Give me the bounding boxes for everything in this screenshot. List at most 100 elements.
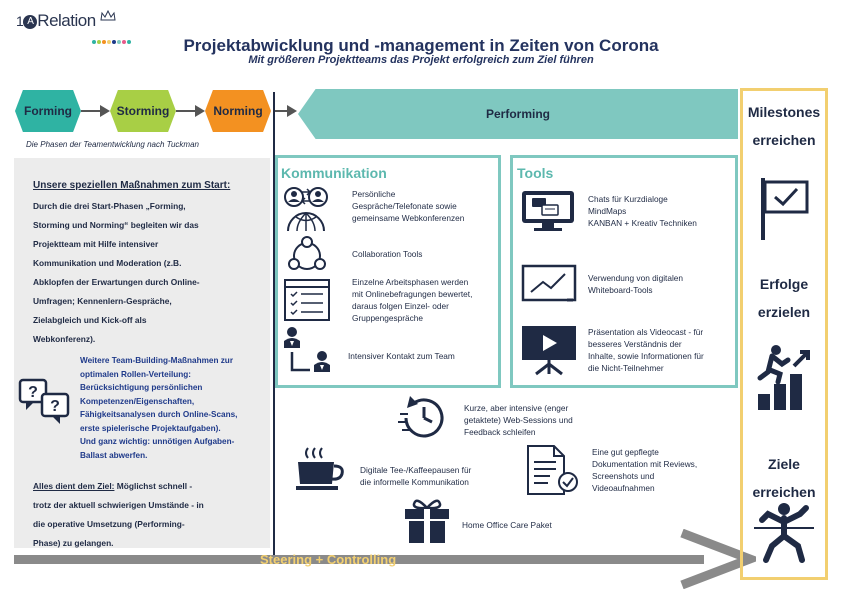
komm-item-line: gemeinsame Webkonferenzen — [352, 213, 465, 223]
document-check-icon — [527, 445, 578, 495]
tools-item-line: Inhalte, sowie Informationen für — [588, 351, 704, 361]
gift-box-icon — [405, 499, 449, 543]
left-intro-line: Webkonferenz). — [33, 334, 96, 344]
tools-item-line: Chats für Kurzdialoge — [588, 194, 668, 204]
komm-item-line: mit Onlinebefragungen bewertet, — [352, 289, 473, 299]
tools-title: Tools — [517, 165, 554, 181]
komm-item-line: Gruppengespräche — [352, 313, 424, 323]
teambuilding-line: Weitere Team-Building-Maßnahmen zur — [80, 356, 233, 365]
left-intro-line: Storming und Norming“ begleiten wir das — [33, 220, 199, 230]
logo-name: Relation — [37, 11, 96, 30]
tools-item-line: Whiteboard-Tools — [588, 285, 653, 295]
page-subtitle: Mit größeren Projektteams das Projekt er… — [248, 54, 594, 66]
phase-storming: Storming — [110, 90, 176, 132]
left-intro-line: Durch die drei Start-Phasen „Forming, — [33, 201, 186, 211]
left-intro-line: Umfragen; Kennenlern-Gespräche, — [33, 296, 172, 306]
teambuilding-line: Kompetenzen/Eigenschaften, — [80, 396, 195, 406]
kommunikation-title: Kommunikation — [281, 165, 387, 181]
question-bubbles-icon: ? ? — [18, 378, 70, 424]
left-teambuilding: Weitere Team-Building-Maßnahmen zur opti… — [80, 354, 270, 462]
svg-text:?: ? — [28, 384, 38, 401]
tools-item-line: KANBAN + Kreativ Techniken — [588, 218, 697, 228]
kommunikation-box — [275, 155, 501, 388]
tools-item-line: MindMaps — [588, 206, 627, 216]
clock-refresh-icon — [398, 396, 444, 438]
komm-item-kontakt: Intensiver Kontakt zum Team — [348, 351, 455, 361]
goal-ziele: Ziele erreichen — [743, 450, 825, 506]
tools-item-line: besseres Verständnis der — [588, 339, 682, 349]
websessions-line: Feedback schleifen — [464, 427, 536, 437]
left-intro-line: Kommunikation und Moderation (z.B. — [33, 258, 182, 268]
tools-item-line: Verwendung von digitalen — [588, 273, 684, 283]
conclusion-underline: Alles dient dem Ziel: — [33, 481, 115, 491]
komm-item-line: Einzelne Arbeitsphasen werden — [352, 277, 469, 287]
video-play-icon — [522, 326, 576, 376]
team-contact-icon — [284, 327, 330, 372]
komm-item-arbeitsphasen: Einzelne Arbeitsphasen werden mit Online… — [352, 276, 472, 324]
divider-line — [273, 92, 275, 562]
goal-line: erzielen — [757, 304, 811, 320]
komm-item-line: daraus folgen Einzel- oder — [352, 301, 449, 311]
logo-prefix: 1 — [16, 13, 24, 29]
arrow-right-icon — [176, 105, 205, 117]
websessions-line: Kurze, aber intensive (enger — [464, 403, 569, 413]
teambuilding-line: erste spielerische Projektaufgaben). — [80, 423, 221, 433]
goal-erfolge: Erfolge erzielen — [743, 270, 825, 326]
tools-item-line: die Nicht-Teilnehmer — [588, 363, 664, 373]
left-intro-line: Projektteam mit Hilfe intensiver — [33, 239, 159, 249]
people-globe-icon — [284, 187, 328, 232]
phase-performing: Performing — [298, 89, 738, 139]
komm-item-line: Persönliche — [352, 189, 396, 199]
goal-line: Milestones — [747, 104, 821, 120]
websessions-text: Kurze, aber intensive (enger getaktete) … — [464, 402, 573, 438]
goal-line: Erfolge — [759, 276, 809, 292]
survey-form-icon — [284, 279, 330, 321]
teambuilding-line: Fähigkeitsanalysen durch Online-Scans, — [80, 410, 238, 419]
docs-line: Videoaufnahmen — [592, 483, 655, 493]
teambuilding-line: Und ganz wichtig: unnötigen Aufgaben- — [80, 437, 235, 446]
chat-monitor-icon — [522, 191, 574, 231]
left-intro-line: Abklopfen der Erwartungen durch Online- — [33, 277, 200, 287]
finish-runner-icon — [754, 503, 814, 563]
crown-icon — [100, 9, 116, 21]
komm-item-line: Gespräche/Telefonate sowie — [352, 201, 457, 211]
docs-text: Eine gut gepflegte Dokumentation mit Rev… — [592, 446, 697, 494]
goal-line: erreichen — [752, 484, 816, 500]
docs-line: Screenshots und — [592, 471, 655, 481]
docs-line: Eine gut gepflegte — [592, 447, 659, 457]
page-title: Projektabwicklung und -management in Zei… — [183, 36, 659, 55]
goal-line: Ziele — [768, 456, 800, 472]
phase-norming: Norming — [205, 90, 271, 132]
phase-forming: Forming — [15, 90, 81, 132]
arrow-right-icon — [274, 105, 297, 117]
care-paket-text: Home Office Care Paket — [462, 520, 552, 530]
left-conclusion: Alles dient dem Ziel: Möglichst schnell … — [33, 477, 268, 553]
phase-caption: Die Phasen der Teamentwicklung nach Tuck… — [26, 140, 199, 149]
teambuilding-line: optimalen Rollen-Verteilung: — [80, 369, 191, 379]
steering-arrow — [14, 529, 756, 589]
conclusion-line: Phase) zu gelangen. — [33, 538, 114, 548]
conclusion-line: trotz der aktuell schwierigen Umstände -… — [33, 500, 204, 510]
conclusion-line: die operative Umsetzung (Performing- — [33, 519, 185, 529]
coffee-line: die informelle Kommunikation — [360, 477, 469, 487]
left-intro-line: Zielabgleich und Kick-off als — [33, 315, 147, 325]
teambuilding-line: Ballast abwerfen. — [80, 450, 148, 460]
left-panel — [14, 158, 270, 548]
flag-check-icon — [761, 178, 809, 240]
goal-line: erreichen — [752, 132, 816, 148]
tools-item-chats: Chats für Kurzdialoge MindMaps KANBAN + … — [588, 193, 697, 229]
tools-item-line: Präsentation als Videocast - für — [588, 327, 704, 337]
websessions-line: getaktete) Web-Sessions und — [464, 415, 573, 425]
collaboration-circle-icon — [288, 236, 326, 270]
docs-line: Dokumentation mit Reviews, — [592, 459, 698, 469]
goals-box — [740, 88, 828, 580]
goal-milestones: Milestones erreichen — [743, 98, 825, 154]
tools-item-whiteboard: Verwendung von digitalen Whiteboard-Tool… — [588, 272, 683, 296]
logo-circle: A — [23, 15, 38, 29]
left-heading: Unsere speziellen Maßnahmen zum Start: — [33, 180, 231, 191]
svg-text:?: ? — [50, 398, 60, 415]
left-intro: Durch die drei Start-Phasen „Forming, St… — [33, 197, 268, 349]
komm-item-gespraeche: Persönliche Gespräche/Telefonate sowie g… — [352, 188, 464, 224]
arrow-right-icon — [81, 105, 110, 117]
